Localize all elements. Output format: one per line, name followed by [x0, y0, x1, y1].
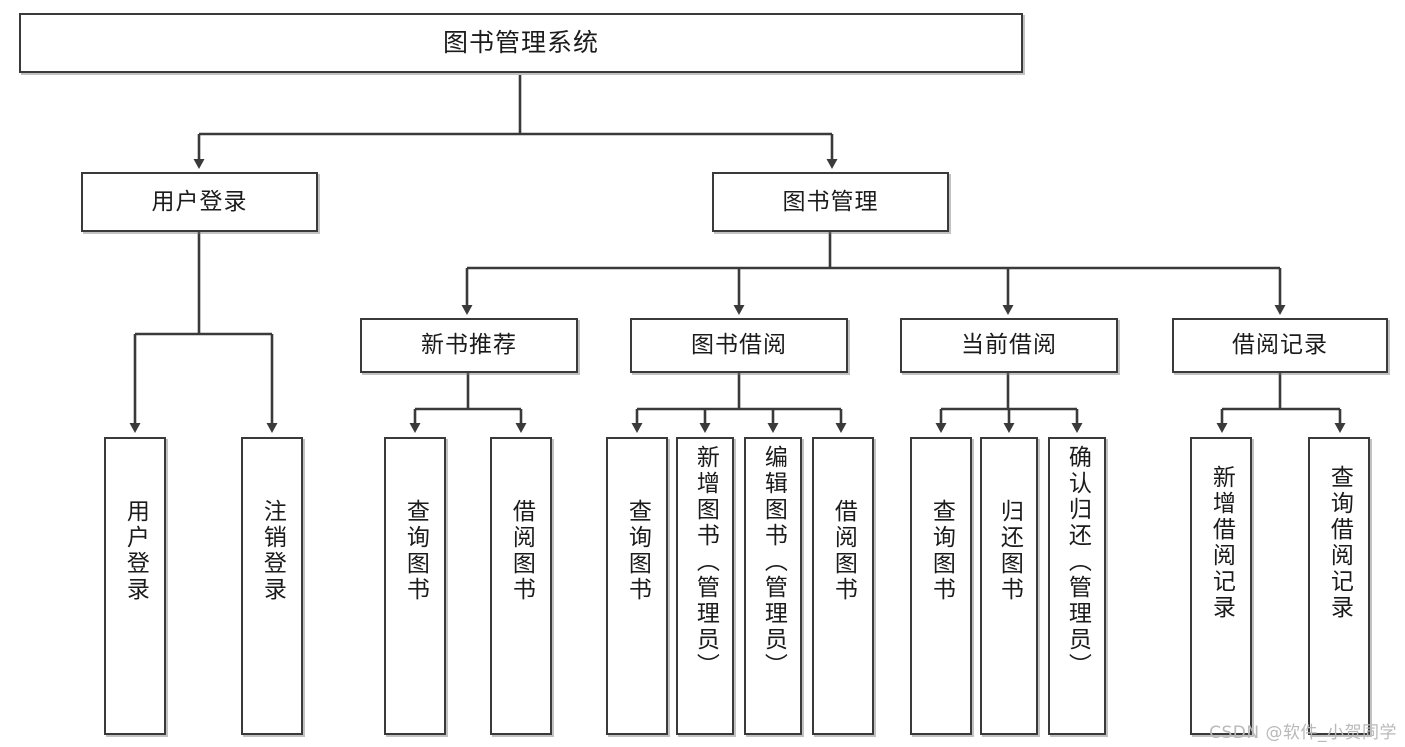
node-leaf-query-book-current[interactable]: 查询图书 [910, 437, 972, 735]
node-label: 当前借阅 [961, 332, 1057, 359]
node-leaf-confirm-return-admin[interactable]: 确认归还（管理员） [1048, 437, 1106, 735]
node-label: 新书推荐 [421, 332, 517, 359]
node-label: 确认归还（管理员） [1064, 445, 1091, 679]
node-leaf-edit-book-admin[interactable]: 编辑图书（管理员） [744, 437, 802, 735]
node-label: 新增借阅记录 [1208, 465, 1235, 621]
node-label: 借阅图书 [830, 499, 857, 603]
node-leaf-query-book-borrow[interactable]: 查询图书 [606, 437, 668, 735]
node-book-borrow[interactable]: 图书借阅 [630, 318, 848, 373]
node-root-book-management-system[interactable]: 图书管理系统 [19, 13, 1023, 73]
csdn-watermark: CSDN @软件_小贺同学 [1209, 723, 1397, 743]
node-leaf-user-logout[interactable]: 注销登录 [241, 437, 303, 735]
node-leaf-user-login[interactable]: 用户登录 [104, 437, 166, 735]
node-label: 新增图书（管理员） [692, 445, 719, 679]
node-leaf-add-book-admin[interactable]: 新增图书（管理员） [676, 437, 734, 735]
node-current-borrow[interactable]: 当前借阅 [900, 318, 1118, 373]
node-label: 注销登录 [259, 499, 286, 603]
node-label: 查询图书 [928, 499, 955, 603]
node-new-book-recommend[interactable]: 新书推荐 [360, 318, 578, 373]
node-label: 借阅记录 [1232, 332, 1328, 359]
node-leaf-query-borrow-record[interactable]: 查询借阅记录 [1308, 437, 1370, 735]
node-leaf-add-borrow-record[interactable]: 新增借阅记录 [1190, 437, 1252, 735]
node-label: 归还图书 [996, 499, 1023, 603]
node-leaf-query-book-recommend[interactable]: 查询图书 [384, 437, 446, 735]
node-label: 图书借阅 [691, 332, 787, 359]
node-label: 用户登录 [122, 499, 149, 603]
node-borrow-record[interactable]: 借阅记录 [1172, 318, 1388, 373]
node-book-management[interactable]: 图书管理 [712, 172, 949, 232]
node-label: 用户登录 [151, 188, 248, 215]
node-label: 图书管理系统 [442, 27, 599, 57]
node-leaf-return-book[interactable]: 归还图书 [980, 437, 1038, 735]
node-leaf-borrow-book-recommend[interactable]: 借阅图书 [490, 437, 552, 735]
node-user-login[interactable]: 用户登录 [81, 172, 318, 232]
node-label: 查询图书 [402, 499, 429, 603]
node-label: 编辑图书（管理员） [760, 445, 787, 679]
node-label: 图书管理 [782, 188, 879, 215]
node-leaf-borrow-book-borrow[interactable]: 借阅图书 [812, 437, 874, 735]
node-label: 借阅图书 [508, 499, 535, 603]
node-label: 查询图书 [624, 499, 651, 603]
node-label: 查询借阅记录 [1326, 465, 1353, 621]
